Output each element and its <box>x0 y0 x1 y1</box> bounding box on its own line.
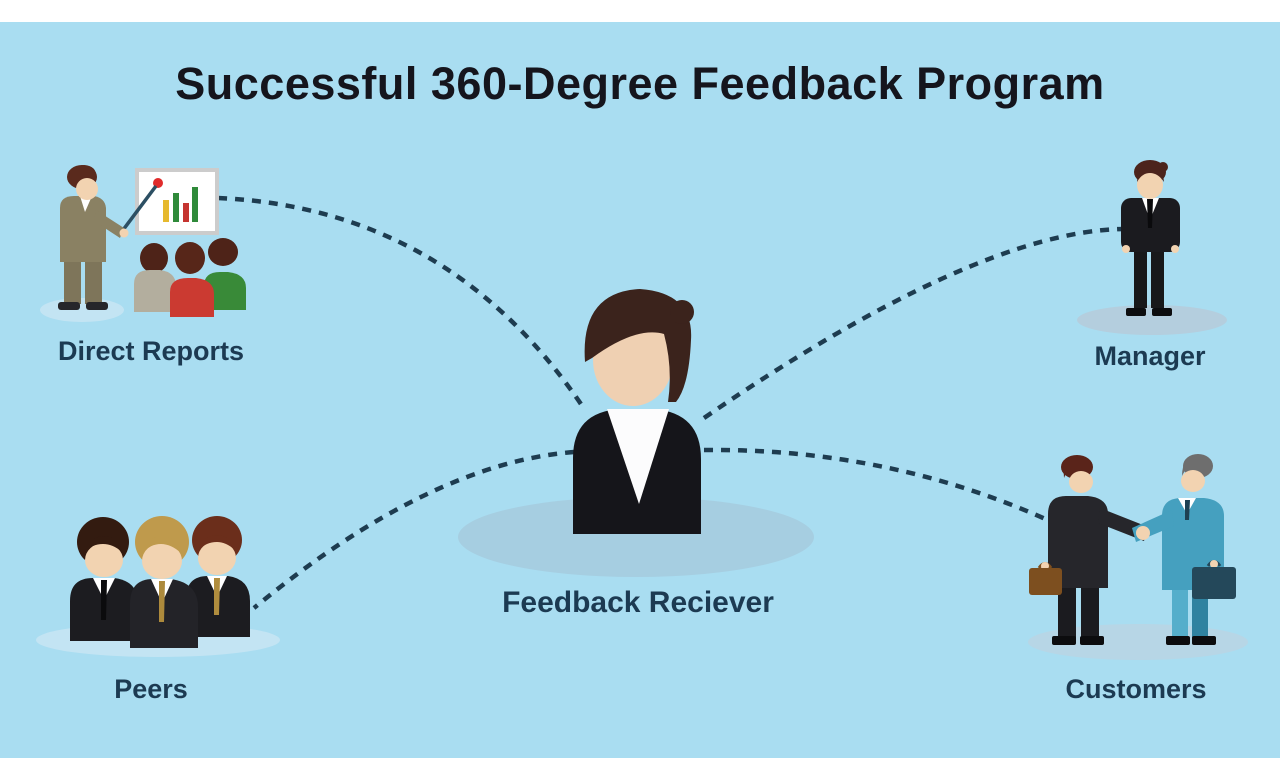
page-title: Successful 360-Degree Feedback Program <box>175 58 1105 109</box>
feedback-receiver-figure <box>573 289 701 534</box>
dotted-connectors <box>217 195 1123 610</box>
label-customers: Customers <box>1065 674 1207 704</box>
briefcase-brown <box>1029 568 1062 595</box>
connector-peers <box>252 449 575 610</box>
whiteboard-chart-icon <box>135 168 219 235</box>
chart-bar-yellow <box>163 200 169 222</box>
connector-direct-reports <box>217 195 587 412</box>
manager-shadow <box>1077 305 1227 335</box>
briefcase-slate <box>1192 567 1236 599</box>
manager-figure <box>1121 160 1180 316</box>
receiver-hair <box>584 289 692 402</box>
direct-reports-figure <box>58 165 246 317</box>
pointer-stick <box>118 184 158 236</box>
customer-dark-suit <box>1029 455 1148 645</box>
audience-figures <box>134 238 246 317</box>
handshake-hands <box>1136 526 1150 540</box>
chart-bar-red <box>183 203 189 222</box>
peers-figures <box>70 516 250 648</box>
label-peers: Peers <box>114 674 188 704</box>
customers-figures <box>1029 454 1236 645</box>
center-shadow <box>458 497 814 577</box>
label-feedback-reciever: Feedback Reciever <box>502 586 774 619</box>
connector-customers <box>703 447 1053 525</box>
chart-bar-green-tall <box>192 187 198 222</box>
connector-manager <box>702 226 1123 420</box>
label-manager: Manager <box>1094 341 1206 371</box>
label-direct-reports: Direct Reports <box>57 336 245 366</box>
presenter-figure <box>58 165 158 310</box>
receiver-shirt <box>607 409 669 504</box>
chart-dot <box>153 178 163 188</box>
chart-bar-green <box>173 193 179 222</box>
customer-teal-suit <box>1132 454 1236 645</box>
presenter-shadow <box>40 298 124 322</box>
